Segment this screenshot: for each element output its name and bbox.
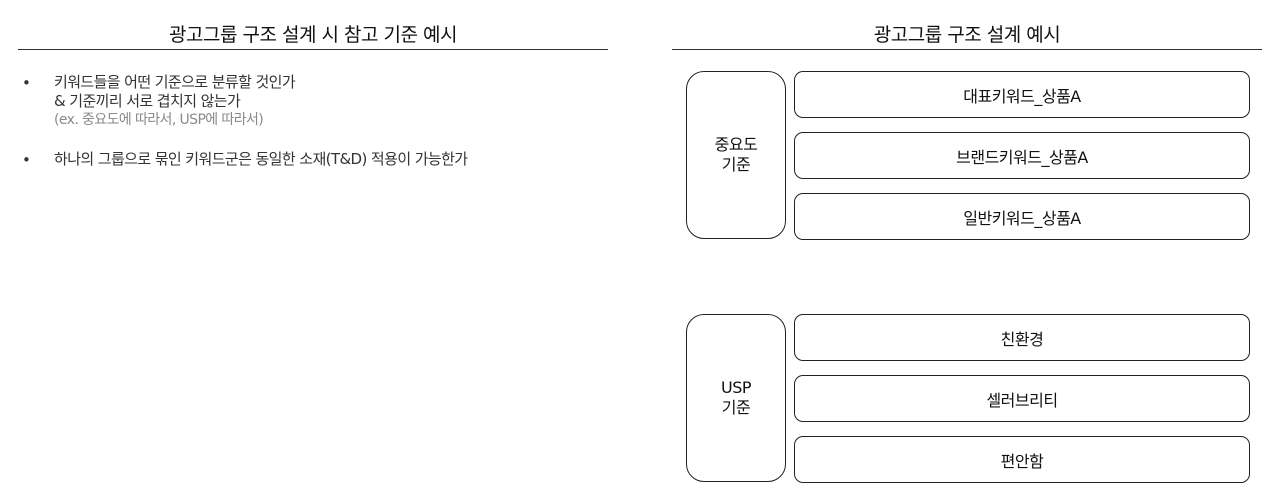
group-label-line: 중요도 bbox=[714, 135, 758, 154]
criteria-example-note: (ex. 중요도에 따라서, USP에 따라서) bbox=[54, 112, 264, 128]
left-section-title: 광고그룹 구조 설계 시 참고 기준 예시 bbox=[169, 24, 457, 46]
right-section-title: 광고그룹 구조 설계 예시 bbox=[873, 24, 1061, 46]
criteria-text: 키워드들을 어떤 기준으로 분류할 것인가 bbox=[54, 73, 296, 91]
criteria-item: • 하나의 그룹으로 묶인 키워드군은 동일한 소재(T&D) 적용이 가능한가 bbox=[22, 150, 622, 169]
criteria-text: & 기준끼리 서로 겹치지 않는가 bbox=[54, 92, 241, 110]
group-item-box: 편안함 bbox=[794, 436, 1250, 483]
group-item-box: 브랜드키워드_상품A bbox=[794, 132, 1250, 179]
group-item-box: 대표키워드_상품A bbox=[794, 71, 1250, 118]
group-label-line: 기준 bbox=[721, 398, 751, 417]
criteria-text: 하나의 그룹으로 묶인 키워드군은 동일한 소재(T&D) 적용이 가능한가 bbox=[54, 150, 468, 168]
group-label-line: USP bbox=[720, 378, 752, 397]
bullet-icon: • bbox=[22, 151, 31, 169]
group-item-box: 셀러브리티 bbox=[794, 375, 1250, 422]
criteria-list: • 키워드들을 어떤 기준으로 분류할 것인가 & 기준끼리 서로 겹치지 않는… bbox=[22, 73, 622, 189]
criteria-item: • 키워드들을 어떤 기준으로 분류할 것인가 & 기준끼리 서로 겹치지 않는… bbox=[22, 73, 622, 130]
right-title-underline bbox=[672, 49, 1262, 50]
group-label-importance: 중요도 기준 bbox=[686, 71, 786, 239]
group-item-box: 일반키워드_상품A bbox=[794, 193, 1250, 240]
bullet-icon: • bbox=[22, 74, 31, 92]
group-label-usp: USP 기준 bbox=[686, 314, 786, 482]
group-item-box: 친환경 bbox=[794, 314, 1250, 361]
left-title-underline bbox=[18, 49, 608, 50]
group-label-line: 기준 bbox=[721, 155, 751, 174]
